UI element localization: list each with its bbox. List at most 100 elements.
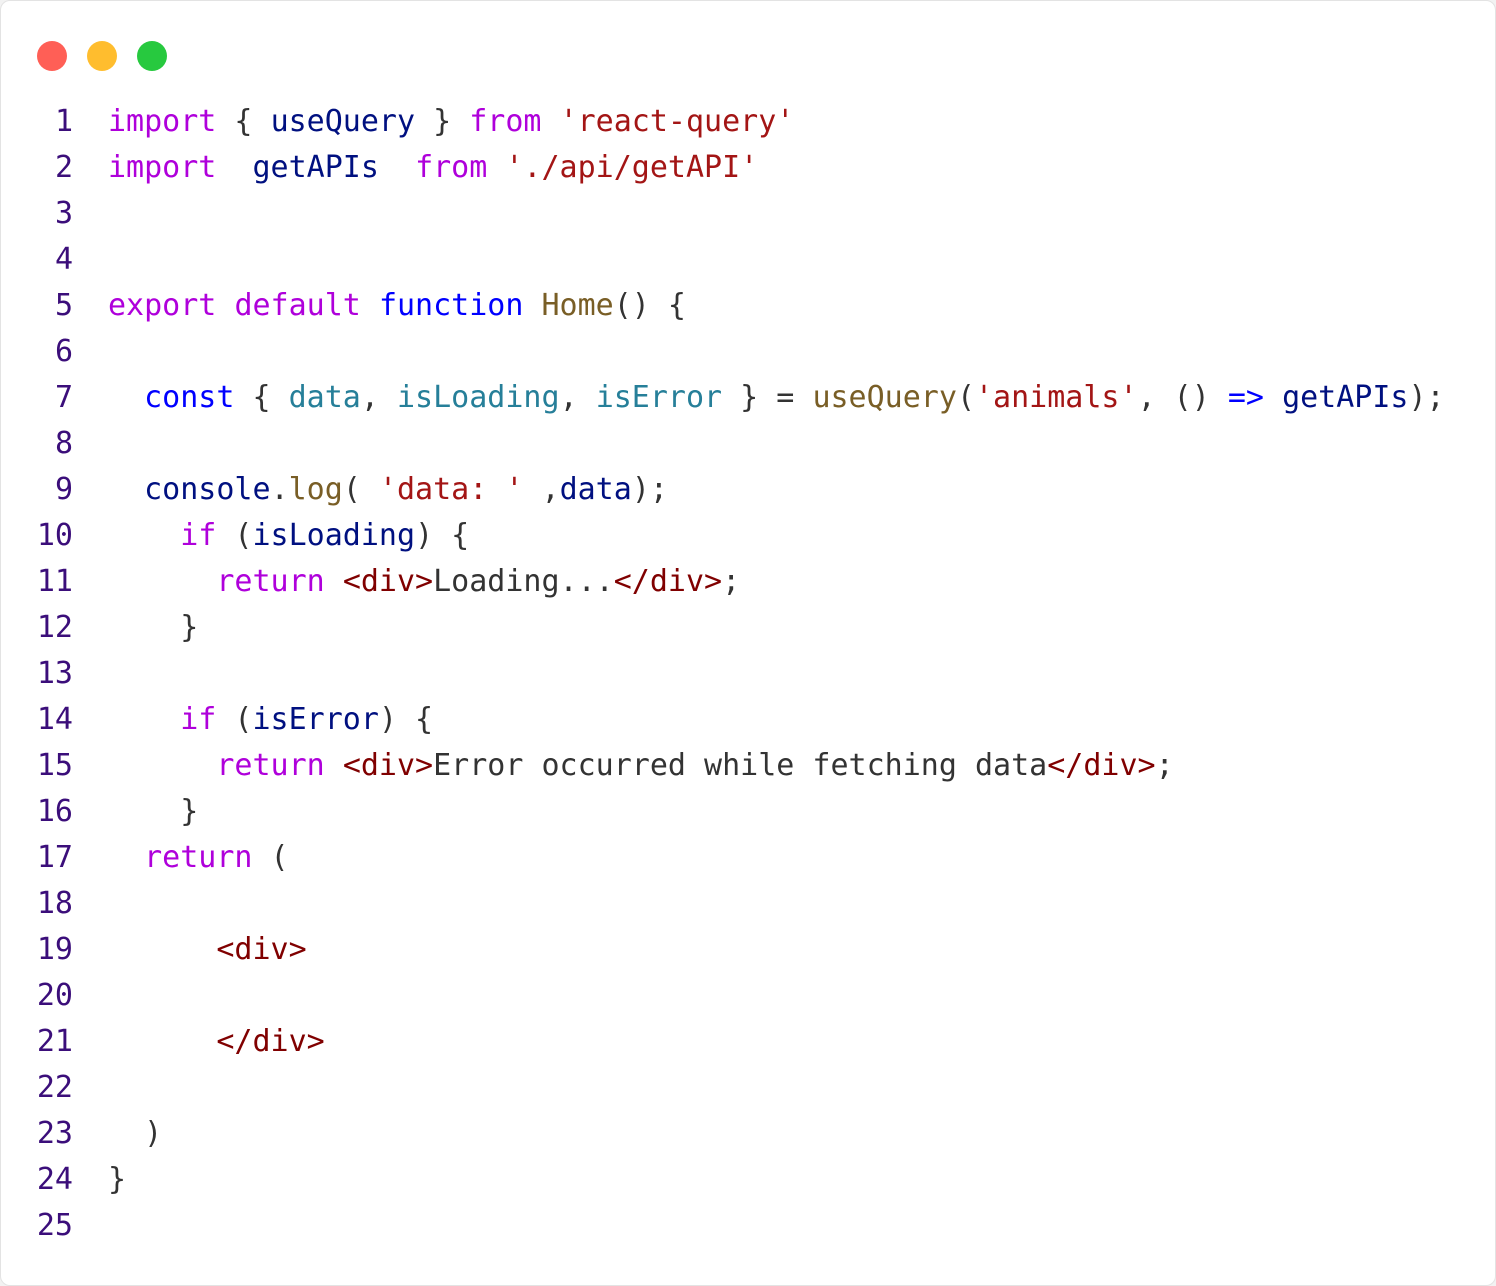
code-token: ; [722, 564, 741, 599]
code-token: ( [252, 840, 289, 875]
line-number: 15 [36, 748, 73, 783]
line-number: 14 [36, 702, 73, 737]
code-token: ); [631, 472, 668, 507]
line-content: } [108, 1157, 126, 1203]
code-block[interactable]: 1 import { useQuery } from 'react-query' 2… [1, 99, 1495, 1249]
code-token: => [1227, 380, 1264, 415]
minimize-button[interactable] [87, 41, 117, 71]
code-token: } [108, 794, 199, 829]
code-line: 23 ) [1, 1111, 1495, 1157]
code-token: ; [1155, 748, 1174, 783]
line-number: 13 [36, 656, 73, 691]
code-token [108, 702, 180, 737]
line-number: 7 [54, 380, 73, 415]
code-token [542, 104, 560, 139]
line-number: 10 [36, 518, 73, 553]
code-line: 10 if (isLoading) { [1, 513, 1495, 559]
line-content: return <div>Error occurred while fetchin… [108, 743, 1174, 789]
close-button[interactable] [37, 41, 67, 71]
code-token [216, 288, 234, 323]
code-token [108, 748, 216, 783]
line-number: 8 [54, 426, 73, 461]
code-token: Home [541, 288, 614, 323]
code-line: 3 [1, 191, 1495, 237]
line-number: 20 [36, 978, 73, 1013]
code-token: ) [108, 1116, 163, 1151]
code-token [108, 518, 180, 553]
line-number: 3 [54, 196, 73, 231]
line-content: <div> [108, 927, 306, 973]
code-token: 'react-query' [559, 104, 795, 139]
code-line: 21 </div> [1, 1019, 1495, 1065]
code-token: , [360, 380, 397, 415]
code-token: . [270, 472, 289, 507]
line-number: 21 [36, 1024, 73, 1059]
line-number: 17 [36, 840, 73, 875]
code-token [361, 288, 379, 323]
code-token: function [378, 288, 524, 323]
line-number: 9 [54, 472, 73, 507]
maximize-button[interactable] [137, 41, 167, 71]
code-token: ( [342, 472, 379, 507]
line-number: 1 [54, 104, 73, 139]
code-token: , () [1137, 380, 1228, 415]
code-line: 25 [1, 1203, 1495, 1249]
code-token: { [234, 380, 289, 415]
code-token [325, 748, 343, 783]
code-token [108, 840, 144, 875]
code-token [1264, 380, 1282, 415]
code-line: 15 return <div>Error occurred while fetc… [1, 743, 1495, 789]
code-token: return [216, 564, 325, 599]
code-token: import [108, 104, 217, 139]
code-token: log [288, 472, 343, 507]
code-token: () { [613, 288, 686, 323]
code-token: 'animals' [975, 380, 1138, 415]
code-token: return [216, 748, 325, 783]
code-token: , [559, 380, 596, 415]
line-number: 25 [36, 1208, 73, 1243]
code-token [108, 932, 216, 967]
code-token [379, 150, 415, 185]
code-token [325, 564, 343, 599]
code-token [108, 380, 144, 415]
line-number: 24 [36, 1162, 73, 1197]
code-token: ); [1408, 380, 1445, 415]
code-token: useQuery [812, 380, 957, 415]
code-token: } [415, 104, 470, 139]
code-token: './api/getAPI' [505, 150, 759, 185]
line-content: console.log( 'data: ' ,data); [108, 467, 668, 513]
code-line: 13 [1, 651, 1495, 697]
code-token: } [108, 1162, 127, 1197]
code-token [108, 1024, 216, 1059]
line-number: 18 [36, 886, 73, 921]
code-line: 17 return ( [1, 835, 1495, 881]
code-token: ( [956, 380, 975, 415]
code-token: </div> [613, 564, 723, 599]
code-token: data [288, 380, 361, 415]
code-token: <div> [342, 564, 434, 599]
code-line: 6 [1, 329, 1495, 375]
code-line: 16 } [1, 789, 1495, 835]
code-token: if [180, 702, 217, 737]
code-token: } = [722, 380, 813, 415]
line-number: 4 [54, 242, 73, 277]
code-token: ( [216, 518, 253, 553]
code-line: 7 const { data, isLoading, isError } = u… [1, 375, 1495, 421]
code-line: 14 if (isError) { [1, 697, 1495, 743]
line-number: 22 [36, 1070, 73, 1105]
code-line: 24} [1, 1157, 1495, 1203]
code-token: ) { [415, 518, 470, 553]
code-token: from [415, 150, 488, 185]
code-token: <div> [342, 748, 434, 783]
line-content: } [108, 605, 198, 651]
code-token: ) { [378, 702, 434, 737]
line-number: 16 [36, 794, 73, 829]
line-content: const { data, isLoading, isError } = use… [108, 375, 1445, 421]
line-content: if (isLoading) { [108, 513, 469, 559]
code-token: isError [595, 380, 723, 415]
code-token: return [144, 840, 253, 875]
code-token: 'data: ' [378, 472, 524, 507]
